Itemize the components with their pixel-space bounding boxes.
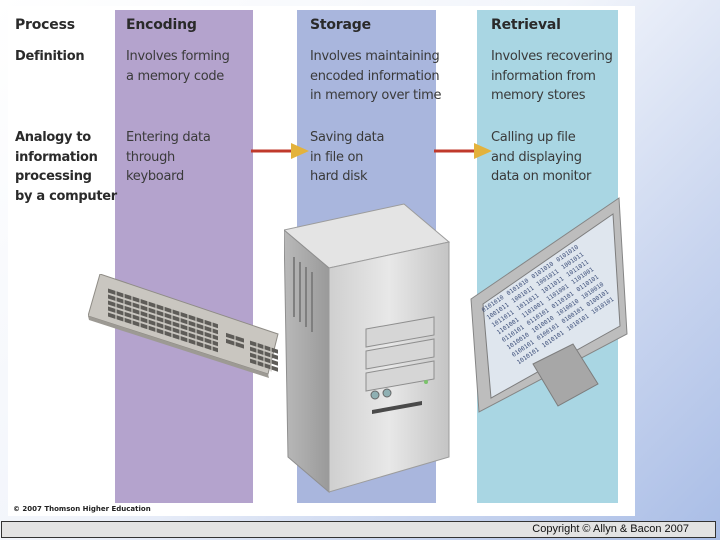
- analogy-label: Analogy to information processing by a c…: [15, 130, 117, 204]
- encoding-analogy: Entering data through keyboard: [126, 130, 211, 184]
- retrieval-analogy: Calling up file and displaying data on m…: [491, 130, 592, 184]
- retrieval-definition: Involves recovering information from mem…: [491, 49, 613, 103]
- keyboard-illustration: [88, 274, 279, 378]
- storage-definition: Involves maintaining encoded information…: [310, 49, 442, 103]
- storage-analogy: Saving data in file on hard disk: [310, 130, 385, 184]
- encoding-column: [115, 10, 253, 503]
- binary-data-text: 0101010010101001010100101010100101110010…: [481, 244, 616, 367]
- copyright-text: Copyright © Allyn & Bacon 2007: [532, 523, 689, 535]
- definition-label: Definition: [15, 49, 85, 64]
- monitor-illustration: 0101010010101001010100101010100101110010…: [470, 197, 628, 413]
- encoding-header: Encoding: [126, 17, 197, 33]
- encoding-definition: Involves forming a memory code: [126, 49, 230, 84]
- arrow-encoding-to-storage: [251, 143, 309, 159]
- process-label: Process: [15, 17, 75, 33]
- memory-process-figure: Process Definition Analogy to informatio…: [8, 6, 635, 516]
- arrow-storage-to-retrieval: [434, 143, 492, 159]
- credit-text: © 2007 Thomson Higher Education: [13, 505, 151, 513]
- computer-tower-illustration: [284, 203, 451, 494]
- storage-header: Storage: [310, 17, 371, 33]
- footer-bar: Copyright © Allyn & Bacon 2007: [1, 521, 716, 538]
- retrieval-header: Retrieval: [491, 17, 561, 33]
